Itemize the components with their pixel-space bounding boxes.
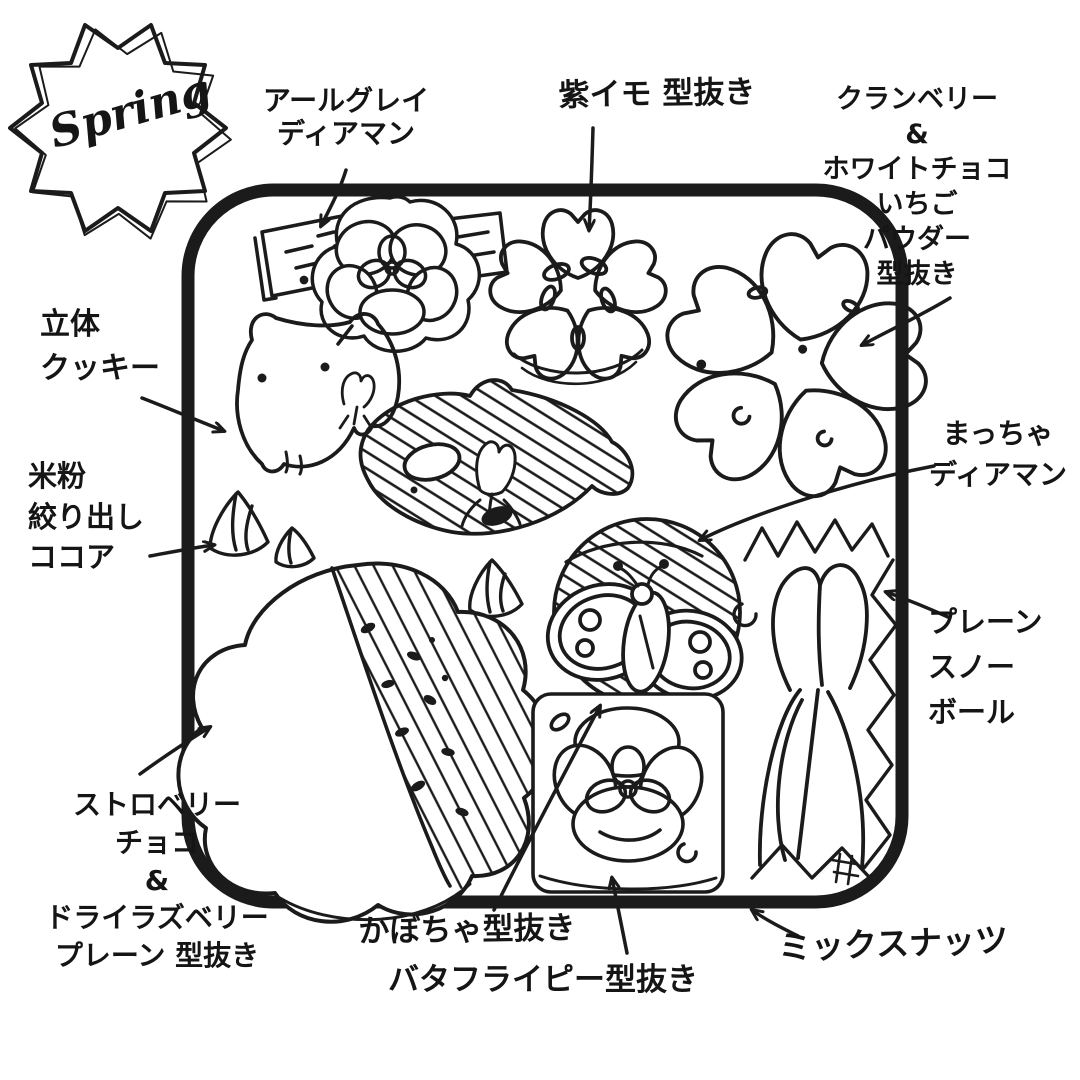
- label-3d-cookie: 立体 クッキー: [40, 307, 160, 386]
- label-murasaki-imo-cutout: 紫イモ 型抜き: [558, 74, 756, 114]
- label-plain-snowball: プレーン スノー ボール: [928, 605, 1043, 729]
- arrow-butterfly-pea: [612, 878, 629, 955]
- mixed-nuts-and-tulip-cookie: [732, 518, 898, 886]
- piped-meringue-cookies: [208, 490, 524, 619]
- arrow-earl-grey: [321, 168, 348, 226]
- arrow-kabocha: [492, 706, 600, 912]
- arrow-snowball: [886, 592, 950, 619]
- spring-badge-star: [8, 23, 232, 240]
- label-earl-grey-diamant: アールグレイ ディアマン: [262, 84, 430, 151]
- tulip-cutout: [460, 440, 522, 528]
- butterfly-pea-cookie: [545, 559, 744, 702]
- tulip-drawing: [757, 563, 869, 870]
- cocoa-cookie: [358, 378, 635, 536]
- label-butterfly-pea-cutout: バタフライピー型抜き: [388, 962, 698, 998]
- tulip-mark-on-bear: [338, 371, 376, 430]
- pansy-flower-cookie-top: [310, 195, 482, 353]
- label-strawberry-choco-raspberry-cutout: ストロベリー チョコ & ドライラズベリー プレーン 型抜き: [45, 788, 269, 973]
- label-arrows: [138, 126, 952, 955]
- sakura-cookie-purple-imo: [483, 208, 673, 389]
- arrow-strawberry: [138, 727, 210, 776]
- berry-specks: [360, 622, 469, 817]
- cookie-box-outline: [181, 183, 909, 909]
- label-pumpkin-cutout: かぼちゃ型抜き: [358, 910, 576, 950]
- label-matcha-diamant: まっちゃ ディアマン: [928, 417, 1068, 491]
- arrow-cranberry: [862, 296, 952, 345]
- arrow-matcha: [700, 464, 936, 540]
- label-cranberry-white-choco-cutout: クランベリー & ホワイトチョコ いちご パウダー 型抜き: [822, 84, 1012, 291]
- sakura-cookie-cranberry: [655, 227, 931, 508]
- arrow-murasaki-imo: [589, 126, 593, 230]
- strawberry-flower-cookie: [176, 561, 552, 924]
- pumpkin-square-pansy-cookie: [531, 692, 725, 894]
- label-rice-flour-piped-cocoa: 米粉 絞り出し ココア: [28, 459, 145, 575]
- arrow-mixed-nuts: [752, 910, 800, 938]
- arrow-rittai: [140, 396, 224, 431]
- arrow-komeko: [148, 545, 214, 558]
